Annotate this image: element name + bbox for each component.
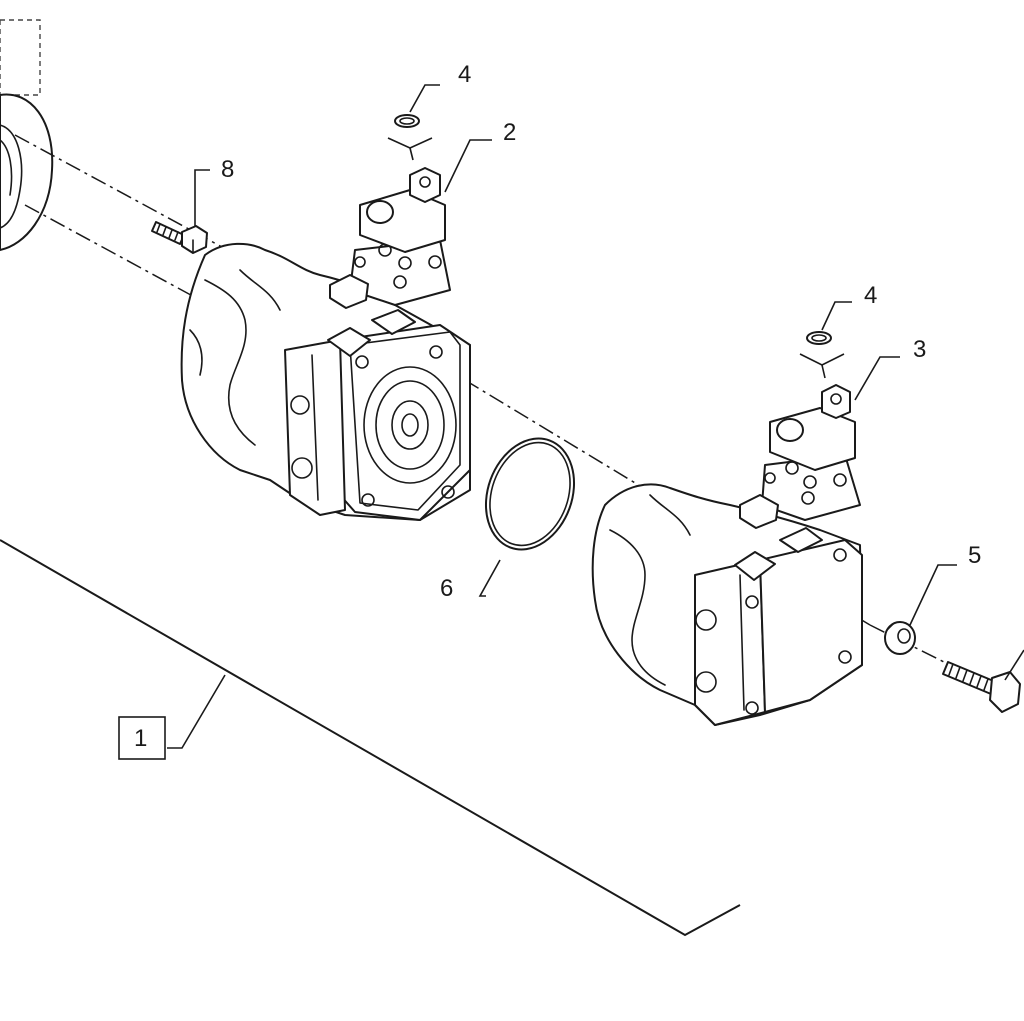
bolt-icon bbox=[151, 221, 208, 254]
callout-1-box bbox=[118, 716, 166, 760]
leader-lines bbox=[167, 84, 1024, 749]
pump-right bbox=[591, 331, 863, 726]
callout-3: 3 bbox=[913, 336, 926, 363]
bolt-icon bbox=[942, 661, 1021, 713]
callout-1: 1 bbox=[134, 725, 147, 752]
callout-2: 2 bbox=[503, 119, 516, 146]
callout-5: 5 bbox=[968, 542, 981, 569]
callout-4-right: 4 bbox=[864, 282, 877, 309]
housing-flange-icon bbox=[0, 19, 54, 251]
callout-6: 6 bbox=[440, 575, 453, 602]
pump-left bbox=[180, 114, 471, 521]
washer-icon bbox=[884, 621, 916, 655]
assembly-frame bbox=[0, 539, 741, 937]
callout-4-top: 4 bbox=[458, 61, 471, 88]
callout-labels: 4 2 8 4 3 5 6 1 bbox=[118, 61, 981, 760]
o-ring-icon bbox=[484, 437, 576, 551]
callout-8: 8 bbox=[221, 156, 234, 183]
